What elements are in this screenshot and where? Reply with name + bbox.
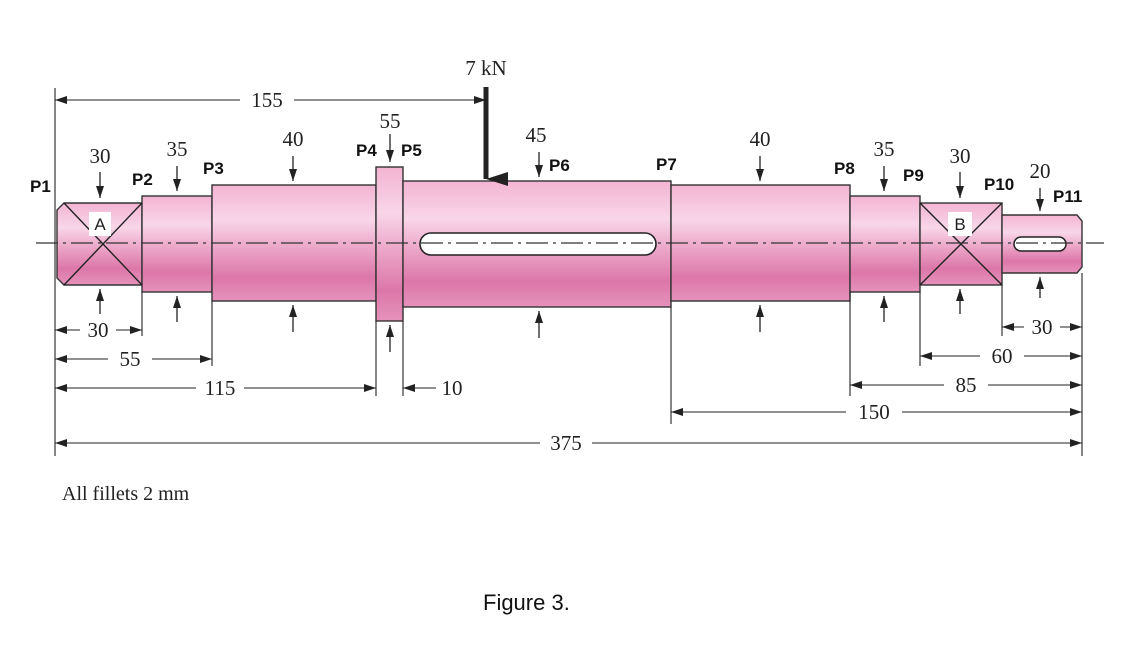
- figure-title: Figure 3.: [483, 590, 570, 615]
- point-label-p8: P8: [834, 159, 855, 178]
- point-label-p4: P4: [356, 141, 377, 160]
- diameter-label-40-left: 40: [283, 127, 304, 151]
- dim-label-150: 150: [858, 400, 890, 424]
- shaft-segment-7: [849, 195, 921, 293]
- bearing-b-label-box: [948, 212, 972, 236]
- diameter-label-30-right: 30: [950, 144, 971, 168]
- dim-label-10: 10: [442, 376, 463, 400]
- bearing-b-symbol: [919, 202, 1003, 286]
- load-label: 7 kN: [465, 56, 506, 80]
- diameter-label-35-right: 35: [874, 137, 895, 161]
- keyway-small: [1013, 236, 1067, 252]
- point-label-p3: P3: [203, 159, 224, 178]
- dim-label-85: 85: [956, 373, 977, 397]
- dimension-lines: [55, 96, 1082, 447]
- diameter-label-20: 20: [1030, 159, 1051, 183]
- diameter-label-45: 45: [526, 123, 547, 147]
- point-label-p9: P9: [903, 166, 924, 185]
- point-label-p5: P5: [401, 141, 422, 160]
- point-label-p11: P11: [1053, 187, 1082, 206]
- dim-label-375: 375: [550, 431, 582, 455]
- dim-label-60: 60: [992, 344, 1013, 368]
- dim-label-30-left: 30: [88, 318, 109, 342]
- diameter-arrows: [96, 134, 1044, 352]
- diameter-label-40-right: 40: [750, 127, 771, 151]
- bearing-a-symbol: [63, 202, 143, 286]
- diameter-label-35-left: 35: [167, 137, 188, 161]
- point-label-p7: P7: [656, 155, 677, 174]
- dim-label-55: 55: [120, 347, 141, 371]
- point-label-p6: P6: [549, 156, 570, 175]
- dim-label-155: 155: [251, 88, 283, 112]
- dim-label-30-right: 30: [1032, 315, 1053, 339]
- point-label-p1: P1: [30, 177, 51, 196]
- diameter-label-30-left: 30: [90, 144, 111, 168]
- bearing-b-label: B: [954, 215, 965, 234]
- bearing-a-label-box: [89, 212, 111, 236]
- fillet-note: All fillets 2 mm: [62, 483, 190, 505]
- point-label-p10: P10: [984, 175, 1014, 194]
- shaft-segment-2: [141, 195, 213, 293]
- point-label-p2: P2: [132, 170, 153, 189]
- bearing-a-label: A: [94, 215, 106, 234]
- diameter-label-55: 55: [380, 109, 401, 133]
- keyway-large: [419, 232, 657, 256]
- dim-label-115: 115: [205, 376, 236, 400]
- shaft-collar: [375, 166, 404, 322]
